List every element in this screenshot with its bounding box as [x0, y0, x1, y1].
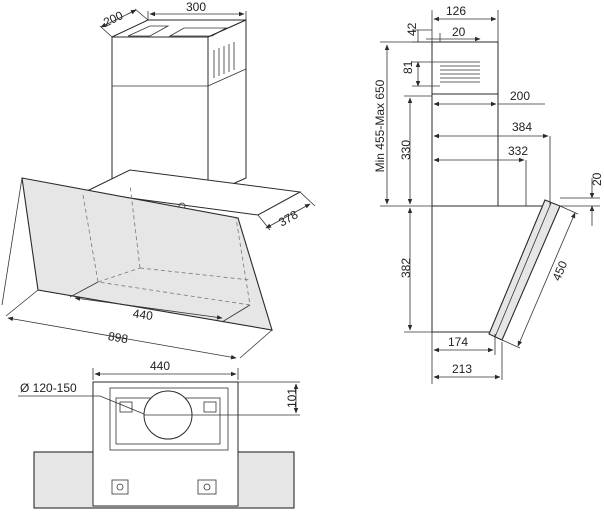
mount-left: [111, 479, 129, 495]
dim-total-width: 898: [107, 329, 129, 346]
dim-depth: 378: [276, 207, 301, 229]
dim-depth-384: 384: [512, 120, 532, 134]
dim-top-offset: 42: [405, 22, 419, 36]
side-chimney-lower: [431, 93, 499, 207]
dim-glass-thickness: 20: [590, 172, 604, 186]
dim-base-174: 174: [448, 335, 468, 349]
dim-lower-height: 382: [399, 258, 413, 278]
dim-top-width: 126: [446, 4, 466, 18]
dim-inner-width: 440: [132, 306, 154, 323]
dim-depth-332: 332: [508, 144, 528, 158]
dim-top-inner: 20: [452, 25, 466, 39]
bottom-view: 440 Ø 120-150 101: [18, 359, 300, 509]
dim-bottom-width: 440: [150, 359, 170, 373]
dim-chimney-width: 300: [186, 0, 206, 14]
chimney-front: [111, 36, 209, 196]
side-vent-slots: [440, 61, 480, 83]
dim-upper-height: 330: [399, 140, 413, 160]
dim-vent-height: 81: [401, 60, 415, 74]
dim-duct-offset: 101: [285, 388, 299, 408]
dim-glass-length: 450: [550, 259, 571, 283]
dim-duct-diameter: Ø 120-150: [20, 381, 77, 395]
mount-right: [197, 479, 217, 495]
side-view: 126 20 42 81 Min 455-Max 650 330 200 384: [373, 4, 604, 384]
chimney-vent: [213, 42, 235, 78]
dim-chimney-depth: 200: [101, 8, 125, 29]
dim-depth-200: 200: [510, 89, 530, 103]
perspective-view: 200 300 378 440 898: [1, 0, 316, 360]
dim-base-213: 213: [452, 362, 472, 376]
dim-height-range: Min 455-Max 650: [373, 79, 387, 172]
side-chimney-top: [431, 41, 499, 95]
chimney-side: [207, 19, 247, 196]
